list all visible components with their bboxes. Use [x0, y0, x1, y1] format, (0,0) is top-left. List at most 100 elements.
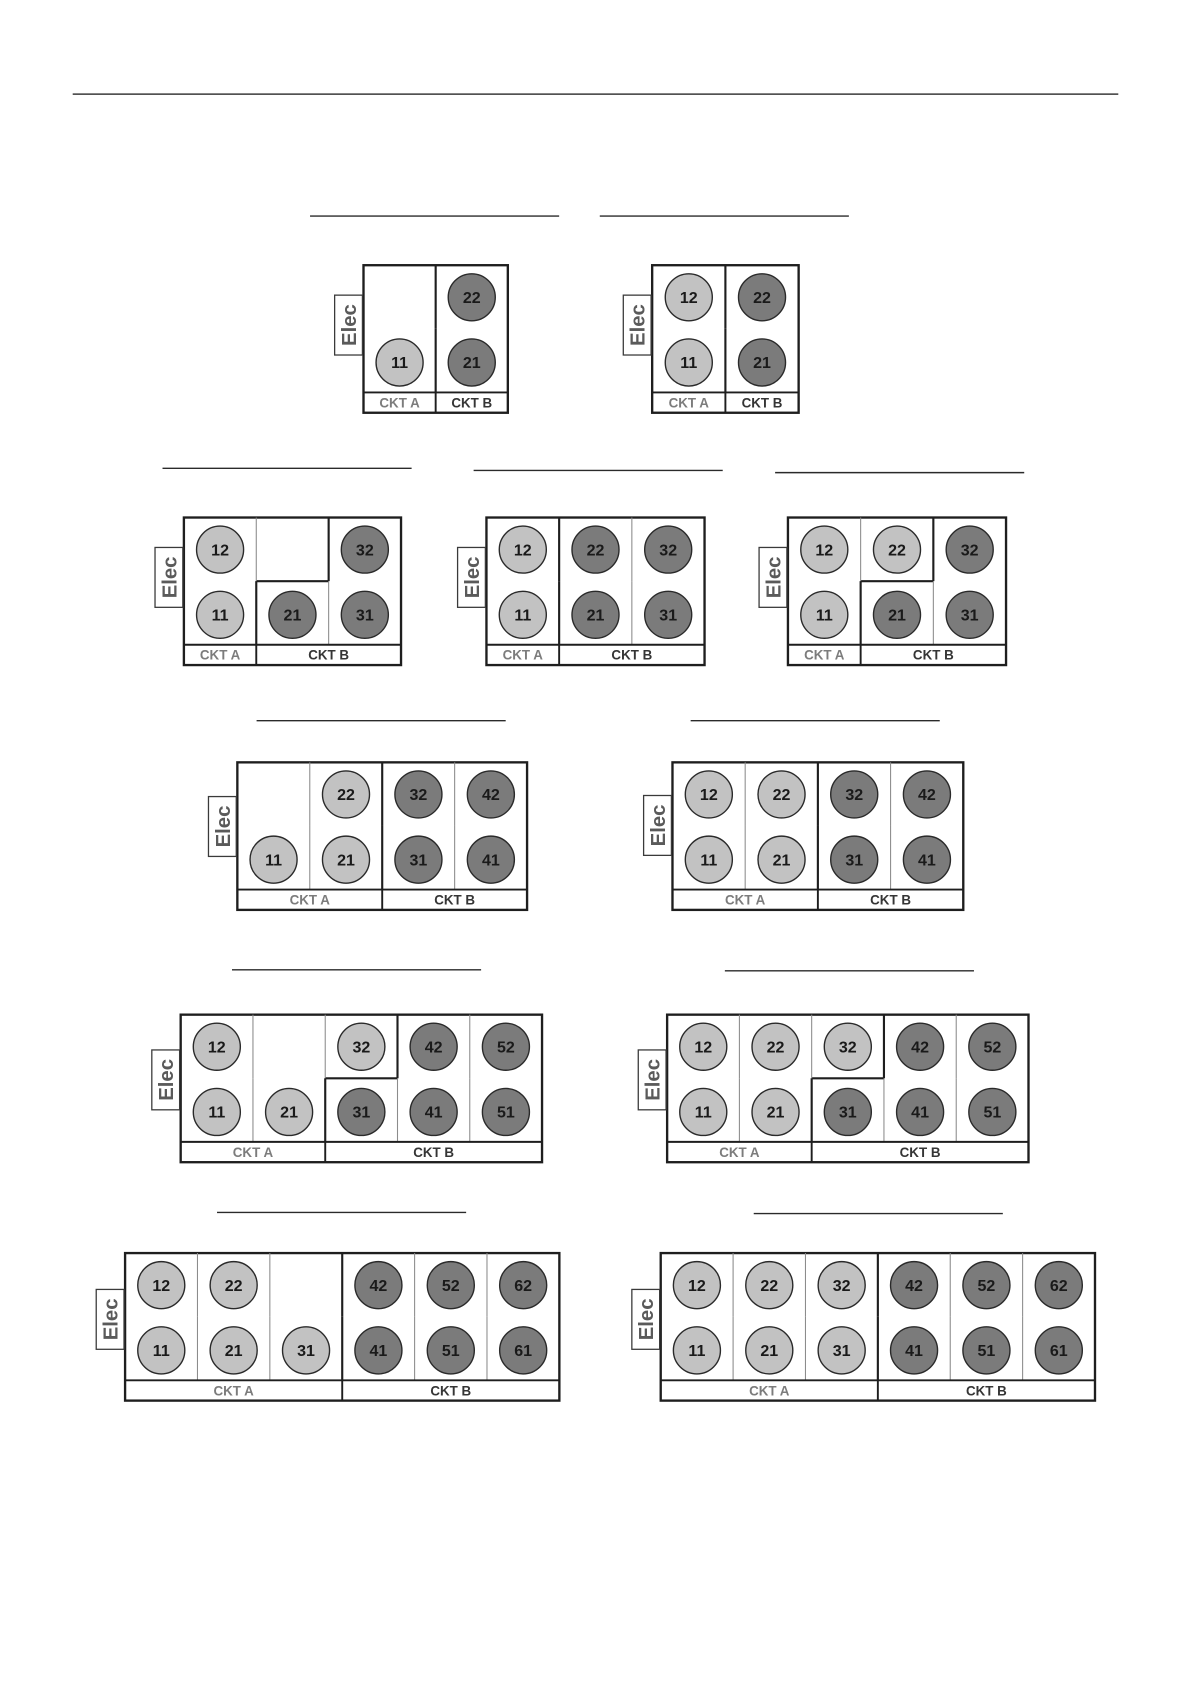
terminal-cavity: 42 [902, 770, 952, 819]
terminal-cavity: 12 [684, 770, 734, 819]
terminal-circle [249, 835, 298, 884]
terminal-circle [137, 1326, 186, 1375]
terminal-cavity: 12 [664, 273, 713, 322]
terminal-circle [1034, 1326, 1084, 1375]
terminal-number: 22 [767, 1038, 785, 1056]
terminal-number: 21 [284, 606, 302, 624]
terminal-cavity: 12 [498, 525, 548, 574]
terminal-cavity: 21 [268, 590, 317, 640]
terminal-circle [679, 1087, 728, 1137]
terminal-cavity: 12 [800, 525, 849, 574]
terminal-number: 51 [983, 1104, 1001, 1122]
terminal-circle [394, 770, 443, 819]
terminal-circle [337, 1087, 386, 1137]
terminal-number: 11 [208, 1104, 225, 1122]
terminal-cavity: 11 [498, 590, 548, 640]
terminal-circle [945, 590, 994, 640]
terminal-cavity: 32 [394, 770, 443, 819]
terminal-number: 41 [918, 851, 936, 869]
terminal-cavity: 42 [466, 770, 516, 819]
terminal-circle [426, 1260, 476, 1310]
terminal-number: 41 [482, 851, 500, 869]
terminal-number: 12 [688, 1277, 706, 1295]
terminal-cavity: 31 [643, 590, 693, 640]
terminal-circle [684, 835, 734, 884]
terminal-number: 22 [225, 1277, 243, 1295]
elec-label-text: Elec [159, 557, 181, 599]
terminal-cavity: 11 [800, 590, 849, 640]
terminal-cavity: 42 [889, 1260, 939, 1310]
terminal-number: 31 [833, 1342, 851, 1360]
terminal-circle [195, 590, 245, 640]
terminal-circle [823, 1022, 873, 1071]
elec-label-box [456, 546, 487, 608]
terminal-cavity: 21 [737, 338, 787, 387]
elec-label: Elec [758, 546, 788, 608]
terminal-cavity: 11 [249, 835, 298, 884]
terminal-circle [466, 770, 516, 819]
terminal-circle [281, 1326, 331, 1375]
elec-label-box [207, 795, 237, 858]
circuit-label: CKT B [913, 648, 954, 663]
terminal-circle [672, 1326, 722, 1375]
terminal-number: 52 [497, 1038, 515, 1056]
elec-label: Elec [207, 795, 237, 858]
circuit-label: CKT B [451, 395, 492, 410]
terminal-number: 32 [410, 786, 428, 804]
terminal-circle [498, 590, 548, 640]
terminal-number: 21 [225, 1342, 243, 1360]
elec-label-box [758, 546, 788, 608]
terminal-number: 51 [497, 1104, 515, 1122]
terminal-number: 61 [1050, 1342, 1068, 1360]
terminal-circle [192, 1022, 242, 1071]
terminal-circle [394, 835, 443, 884]
circuit-label: CKT B [966, 1383, 1007, 1398]
terminal-number: 21 [767, 1104, 785, 1122]
elec-label-box [642, 794, 673, 857]
circuit-label: CKT B [413, 1145, 454, 1160]
terminal-circle [571, 590, 620, 640]
terminal-circle [800, 590, 849, 640]
terminal-number: 41 [425, 1104, 443, 1122]
terminal-circle [757, 770, 806, 819]
terminal-circle [889, 1260, 939, 1310]
terminal-cavity: 11 [192, 1087, 242, 1137]
circuit-label: CKT A [719, 1145, 760, 1160]
terminal-cavity: 22 [737, 273, 787, 322]
terminal-circle [192, 1087, 242, 1137]
terminal-number: 52 [978, 1277, 996, 1295]
terminal-cavity: 22 [571, 525, 620, 574]
terminal-number: 41 [905, 1342, 923, 1360]
terminal-number: 11 [816, 606, 833, 624]
circuit-label: CKT A [725, 893, 766, 908]
circuit-label: CKT B [742, 395, 783, 410]
terminal-circle [737, 338, 787, 387]
terminal-circle [751, 1087, 800, 1137]
terminal-cavity: 21 [872, 590, 922, 640]
elec-label: Elec [622, 294, 652, 356]
terminal-number: 42 [370, 1277, 388, 1295]
terminal-number: 11 [153, 1342, 170, 1360]
terminal-cavity: 31 [340, 590, 390, 640]
terminal-number: 12 [208, 1038, 226, 1056]
terminal-circle [962, 1326, 1011, 1375]
terminal-number: 12 [694, 1038, 712, 1056]
terminal-circle [337, 1022, 386, 1071]
terminal-circle [817, 1326, 866, 1375]
elec-label: Elec [151, 1049, 181, 1111]
terminal-number: 31 [845, 851, 863, 869]
terminal-cavity: 22 [209, 1260, 258, 1310]
circuit-label: CKT B [430, 1383, 471, 1398]
terminal-cavity: 41 [354, 1326, 403, 1375]
terminal-cavity: 41 [902, 835, 952, 884]
terminal-cavity: 11 [195, 590, 245, 640]
terminal-cavity: 32 [830, 770, 879, 819]
terminal-cavity: 31 [394, 835, 443, 884]
terminal-cavity: 32 [817, 1260, 866, 1310]
terminal-circle [745, 1326, 794, 1375]
